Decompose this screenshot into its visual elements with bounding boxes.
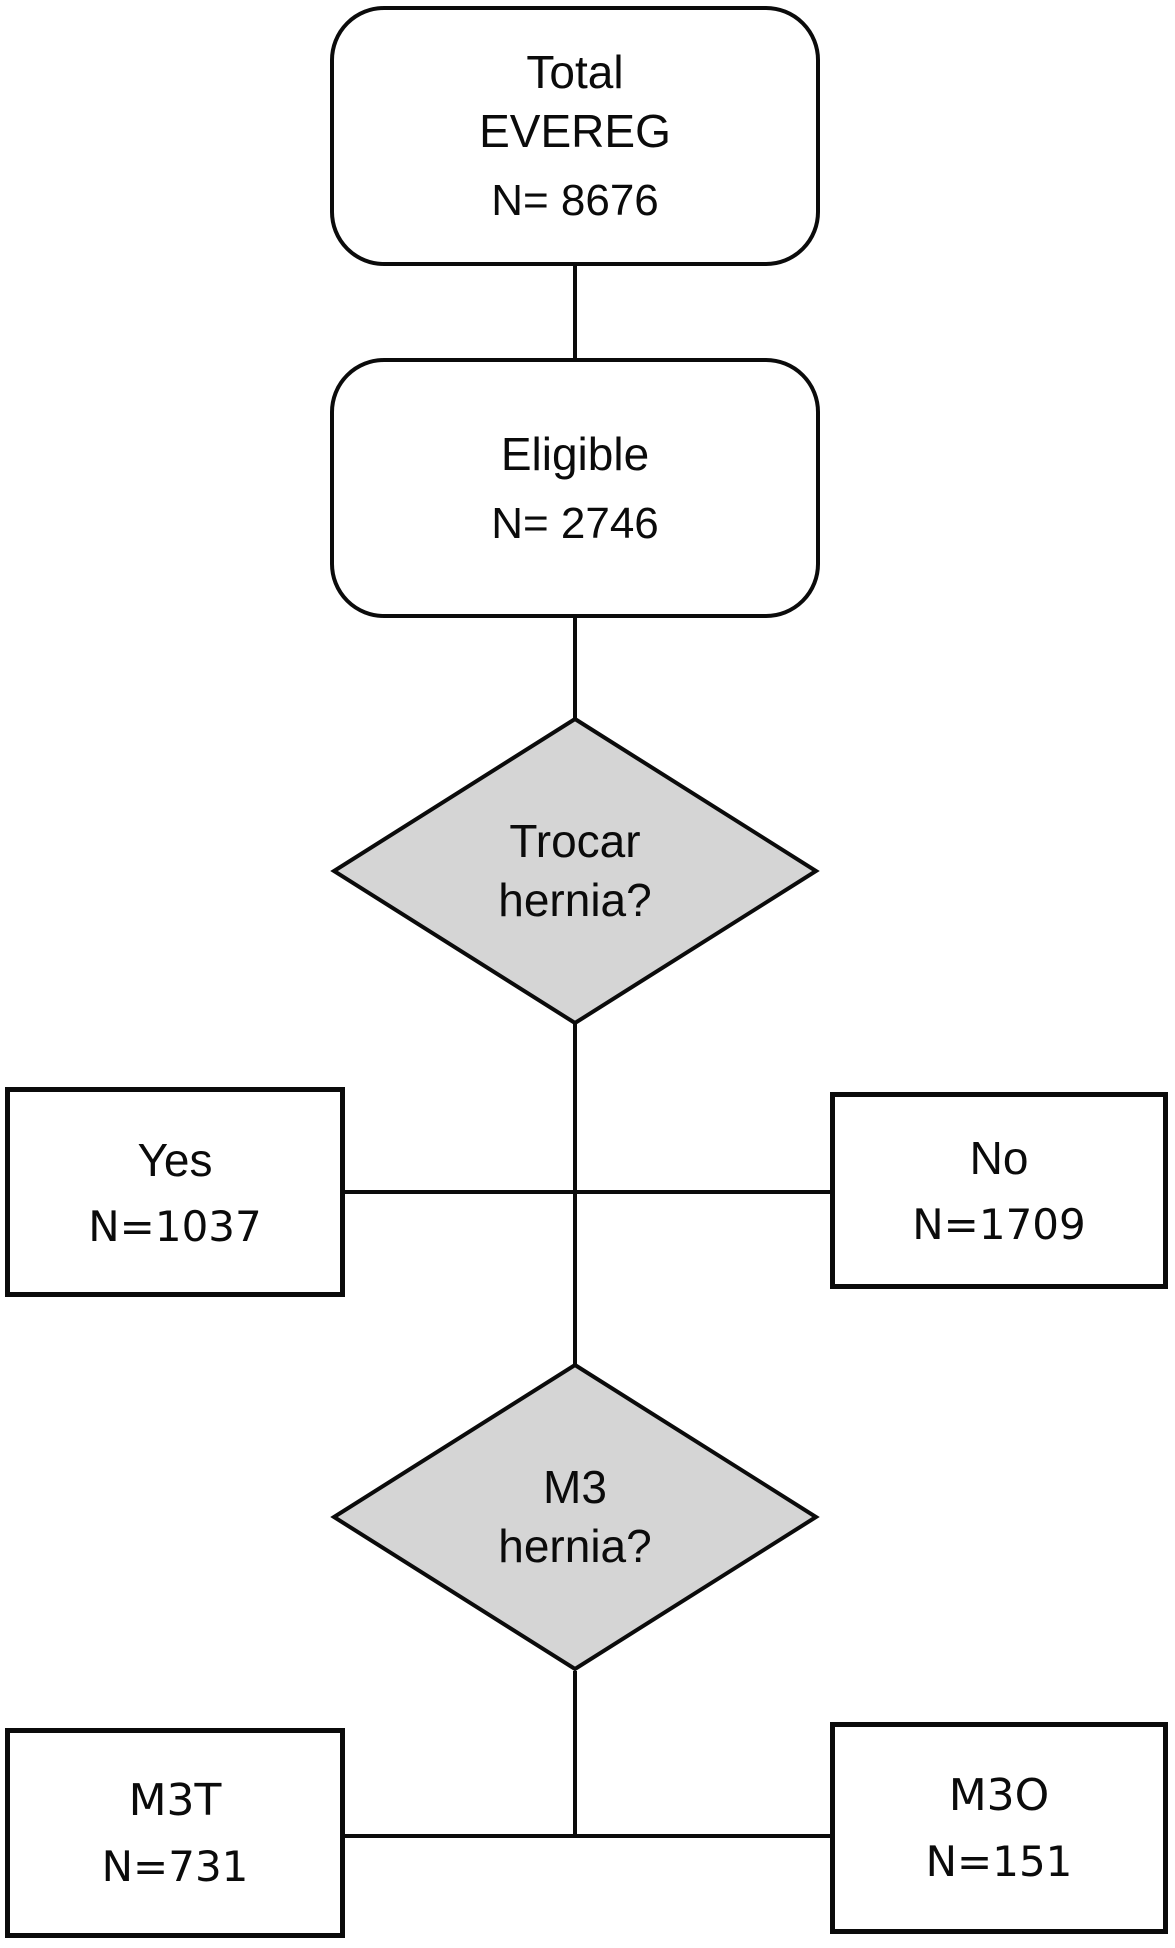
connector-yes-no-branch bbox=[343, 1190, 832, 1194]
node-yes: Yes N=1037 bbox=[5, 1087, 345, 1297]
m3-label-line2: hernia? bbox=[498, 1520, 652, 1572]
yes-count: N=1037 bbox=[88, 1201, 262, 1251]
total-count: N= 8676 bbox=[491, 176, 659, 225]
node-m3t: M3T N=731 bbox=[5, 1728, 345, 1938]
no-label: No bbox=[969, 1132, 1029, 1184]
node-trocar-hernia-decision: Trocar hernia? bbox=[330, 715, 820, 1027]
total-label-line1: Total bbox=[526, 46, 624, 98]
node-m3-hernia-decision: M3 hernia? bbox=[330, 1361, 820, 1673]
m3o-label: M3O bbox=[948, 1770, 1050, 1821]
total-label-line2: EVEREG bbox=[479, 105, 671, 157]
no-count: N=1709 bbox=[912, 1200, 1086, 1249]
diamond-shape bbox=[330, 1362, 820, 1672]
m3-label-line1: M3 bbox=[543, 1461, 607, 1513]
node-no: No N=1709 bbox=[830, 1092, 1168, 1289]
connector-trocar-to-m3 bbox=[573, 1024, 577, 1365]
m3t-count: N=731 bbox=[101, 1842, 249, 1891]
connector-m3t-m3o-branch bbox=[343, 1834, 832, 1838]
diamond-shape bbox=[330, 716, 820, 1026]
connector-eligible-to-trocar bbox=[573, 616, 577, 719]
eligible-count: N= 2746 bbox=[491, 498, 659, 548]
connector-total-to-eligible bbox=[573, 264, 577, 360]
trocar-label-line2: hernia? bbox=[498, 874, 652, 926]
node-m3o: M3O N=151 bbox=[830, 1722, 1168, 1934]
trocar-label-line1: Trocar bbox=[509, 815, 641, 867]
node-eligible: Eligible N= 2746 bbox=[330, 358, 820, 618]
eligible-label: Eligible bbox=[500, 427, 650, 480]
node-total-evereg: Total EVEREG N= 8676 bbox=[330, 6, 820, 266]
connector-m3-to-branch bbox=[573, 1671, 577, 1838]
m3t-label: M3T bbox=[128, 1775, 222, 1826]
yes-label: Yes bbox=[137, 1133, 213, 1186]
m3o-count: N=151 bbox=[925, 1837, 1073, 1886]
